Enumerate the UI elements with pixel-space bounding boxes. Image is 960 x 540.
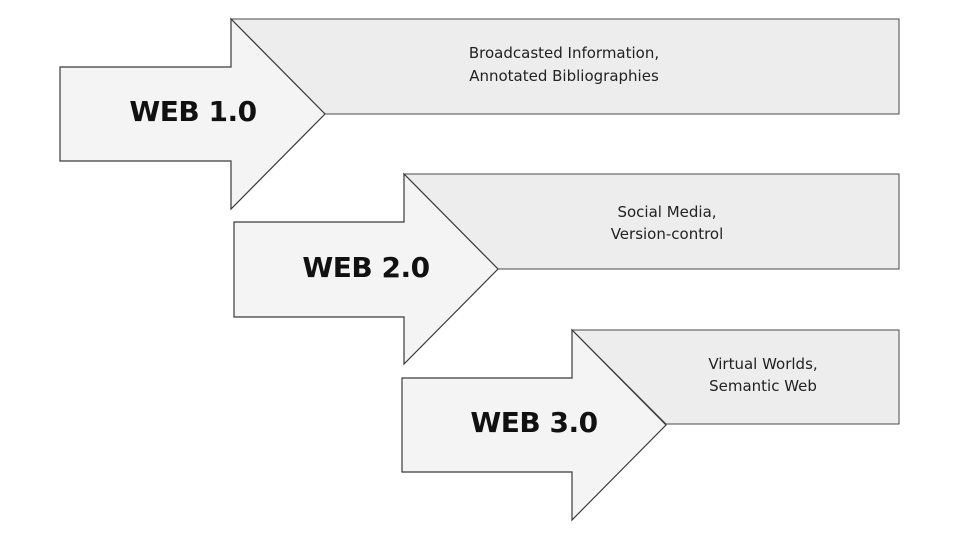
stage-web-2-description-line-2: Version-control	[611, 225, 724, 243]
stage-web-1-description-line-2: Annotated Bibliographies	[469, 67, 659, 85]
stage-web-3-label: WEB 3.0	[470, 406, 597, 439]
stage-web-2-label: WEB 2.0	[302, 251, 429, 284]
stage-web-2: WEB 2.0 Social Media, Version-control	[233, 172, 900, 366]
stage-web-1-description-line-1: Broadcasted Information,	[469, 44, 659, 62]
stage-web-1-label: WEB 1.0	[129, 95, 256, 128]
stage-web-2-arrow	[233, 172, 499, 366]
stage-web-3-description-line-1: Virtual Worlds,	[708, 355, 817, 373]
stage-web-3: WEB 3.0 Virtual Worlds, Semantic Web	[401, 328, 900, 522]
stage-web-1-arrow	[59, 17, 326, 211]
stage-web-1: WEB 1.0 Broadcasted Information, Annotat…	[59, 17, 900, 211]
stage-web-2-description-line-1: Social Media,	[617, 203, 716, 221]
stage-web-3-arrow	[401, 328, 667, 522]
stage-web-3-description-line-2: Semantic Web	[709, 377, 817, 395]
